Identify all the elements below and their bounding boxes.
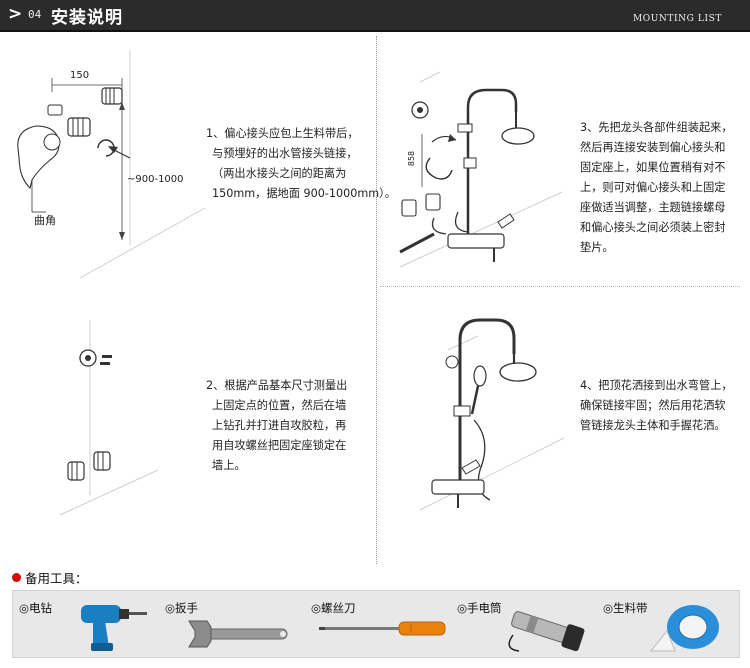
shower-head-icon bbox=[501, 112, 535, 145]
chevron-right-icon: > bbox=[8, 4, 23, 24]
step3-line: 和偏心接头之间必须装上密封 bbox=[580, 221, 726, 234]
tools-title: 备用工具： bbox=[12, 568, 88, 587]
step4-line: 4、把顶花洒接到出水弯管上， bbox=[580, 379, 733, 392]
step4-illustration bbox=[418, 310, 568, 525]
tool-item-flashlight: ◎手电筒 bbox=[451, 591, 597, 657]
step2-line: 墙上。 bbox=[212, 459, 246, 472]
step3-line: 上，则可对偏心接头和上固定 bbox=[580, 181, 726, 194]
tool-label: ◎电钻 bbox=[19, 601, 53, 615]
screwdriver-icon bbox=[319, 621, 446, 636]
step3-line: 座做适当调整，主题链接螺母 bbox=[580, 201, 726, 214]
tools-title-text: 备用工具： bbox=[25, 571, 88, 586]
tool-label: ◎螺丝刀 bbox=[311, 601, 356, 615]
step1-line: 与预埋好的出水管接头链接， bbox=[212, 147, 358, 160]
tool-item-screwdriver: ◎螺丝刀 bbox=[305, 591, 451, 657]
section-title: 安装说明 bbox=[51, 8, 123, 28]
dimension-height-label: ~900-1000 bbox=[127, 174, 184, 185]
column-divider bbox=[376, 36, 377, 564]
tool-label: ◎扳手 bbox=[165, 601, 199, 615]
section-header: > 04 安装说明 MOUNTING LIST bbox=[0, 0, 750, 32]
elbow-label: 曲角 bbox=[34, 214, 56, 227]
ptfe-tape-icon bbox=[649, 605, 719, 652]
row-divider bbox=[380, 286, 740, 287]
hand-shower-icon bbox=[470, 365, 487, 415]
step4-text: 4、把顶花洒接到出水弯管上， 确保链接牢固；然后用花洒软 管链接龙头主体和手握花… bbox=[580, 376, 733, 436]
step4-line: 管链接龙头主体和手握花洒。 bbox=[580, 419, 726, 432]
drill-icon bbox=[81, 605, 147, 651]
tools-bar: ◎电钻 ◎扳手 ◎螺丝刀 ◎手电筒 bbox=[12, 590, 740, 658]
section-number: 04 bbox=[28, 8, 42, 21]
tool-label: ◎生料带 bbox=[603, 601, 648, 615]
dimension-spacing-label: 150 bbox=[70, 70, 90, 81]
dimension-858-label: 858 bbox=[407, 150, 417, 167]
tool-item-ptfe-tape: ◎生料带 bbox=[597, 591, 739, 657]
step3-line: 垫片。 bbox=[580, 241, 614, 254]
step3-illustration: 858 bbox=[390, 62, 570, 272]
tool-item-wrench: ◎扳手 bbox=[159, 591, 305, 657]
tool-label: ◎手电筒 bbox=[457, 601, 502, 615]
step1-line: （两出水接头之间的距离为 bbox=[212, 167, 347, 180]
step2-line: 用自攻螺丝把固定座锁定在 bbox=[212, 439, 347, 452]
wrench-icon bbox=[188, 620, 288, 648]
rain-shower-head-icon bbox=[499, 354, 537, 382]
step3-line: 3、先把龙头各部件组装起来， bbox=[580, 121, 733, 134]
flashlight-icon bbox=[508, 611, 585, 652]
step1-line: 150mm，据地面 900-1000mm）。 bbox=[212, 187, 396, 200]
step2-line: 上固定点的位置，然后在墙 bbox=[212, 399, 347, 412]
step1-illustration: 150 ~900-1000 曲角 bbox=[10, 40, 210, 280]
wall-mount-bracket-icon bbox=[79, 349, 112, 367]
red-dot-icon bbox=[12, 573, 21, 582]
step2-line: 2、根据产品基本尺寸测量出 bbox=[206, 379, 348, 392]
section-subtitle: MOUNTING LIST bbox=[632, 14, 722, 24]
step2-illustration bbox=[50, 320, 160, 520]
eccentric-fitting-icon bbox=[101, 87, 123, 105]
step3-line: 然后再连接安装到偏心接头和 bbox=[580, 141, 726, 154]
step3-text: 3、先把龙头各部件组装起来， 然后再连接安装到偏心接头和 固定座上，如果位置稍有… bbox=[580, 118, 733, 258]
step2-line: 上钻孔并打进自攻胶粒，再 bbox=[212, 419, 347, 432]
step3-line: 固定座上，如果位置稍有对不 bbox=[580, 161, 726, 174]
step2-text: 2、根据产品基本尺寸测量出 上固定点的位置，然后在墙 上钻孔并打进自攻胶粒，再 … bbox=[206, 376, 347, 476]
tool-item-drill: ◎电钻 bbox=[13, 591, 159, 657]
step1-text: 1、偏心接头应包上生料带后， 与预埋好的出水管接头链接， （两出水接头之间的距离… bbox=[206, 124, 396, 204]
step4-line: 确保链接牢固；然后用花洒软 bbox=[580, 399, 726, 412]
step1-line: 1、偏心接头应包上生料带后， bbox=[206, 127, 359, 140]
